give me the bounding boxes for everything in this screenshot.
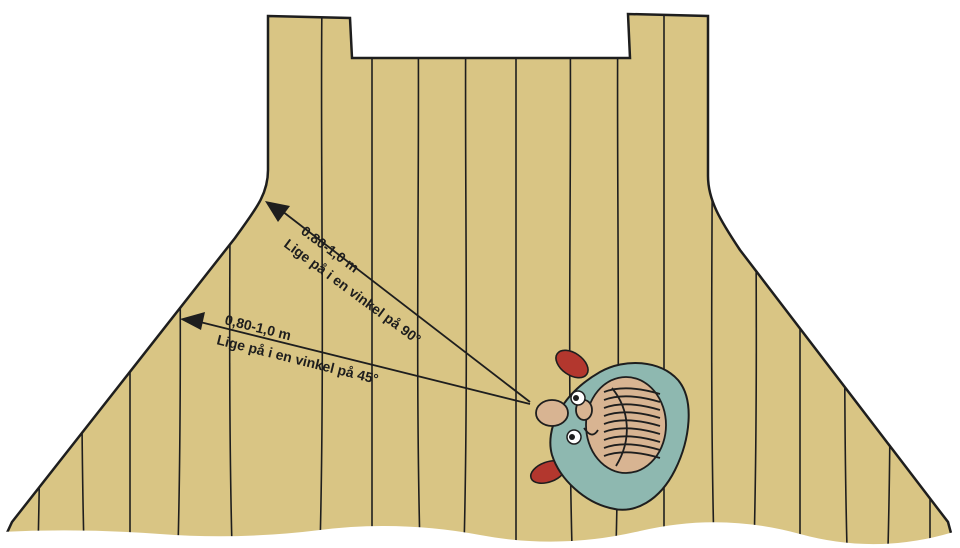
person-top-view-icon	[529, 349, 690, 511]
hair-part	[611, 387, 628, 467]
arrow-90-degrees	[265, 201, 531, 403]
plank-line	[463, 14, 468, 548]
arrow-45-degrees	[180, 312, 531, 405]
person-nose	[535, 399, 569, 427]
plank-line	[319, 14, 324, 548]
hair-stripe	[603, 435, 661, 443]
arrowhead-icon	[265, 201, 290, 222]
hair-stripe	[603, 403, 661, 411]
person-mouth	[583, 427, 599, 436]
plank-line	[416, 14, 421, 548]
arrowhead-icon	[180, 312, 205, 330]
hair-stripe	[603, 395, 661, 403]
jetty-floor	[0, 12, 957, 548]
hair-stripe	[603, 387, 661, 395]
hair-stripe	[603, 443, 661, 451]
hair-stripe	[603, 419, 661, 427]
hair-stripe	[603, 411, 661, 419]
floor-bottom-edge	[0, 522, 960, 548]
hair-stripe	[603, 451, 661, 459]
shoe-top	[555, 349, 589, 379]
hair-stripe	[603, 427, 661, 435]
hair-stripes	[603, 387, 661, 467]
plank-line	[37, 14, 42, 548]
